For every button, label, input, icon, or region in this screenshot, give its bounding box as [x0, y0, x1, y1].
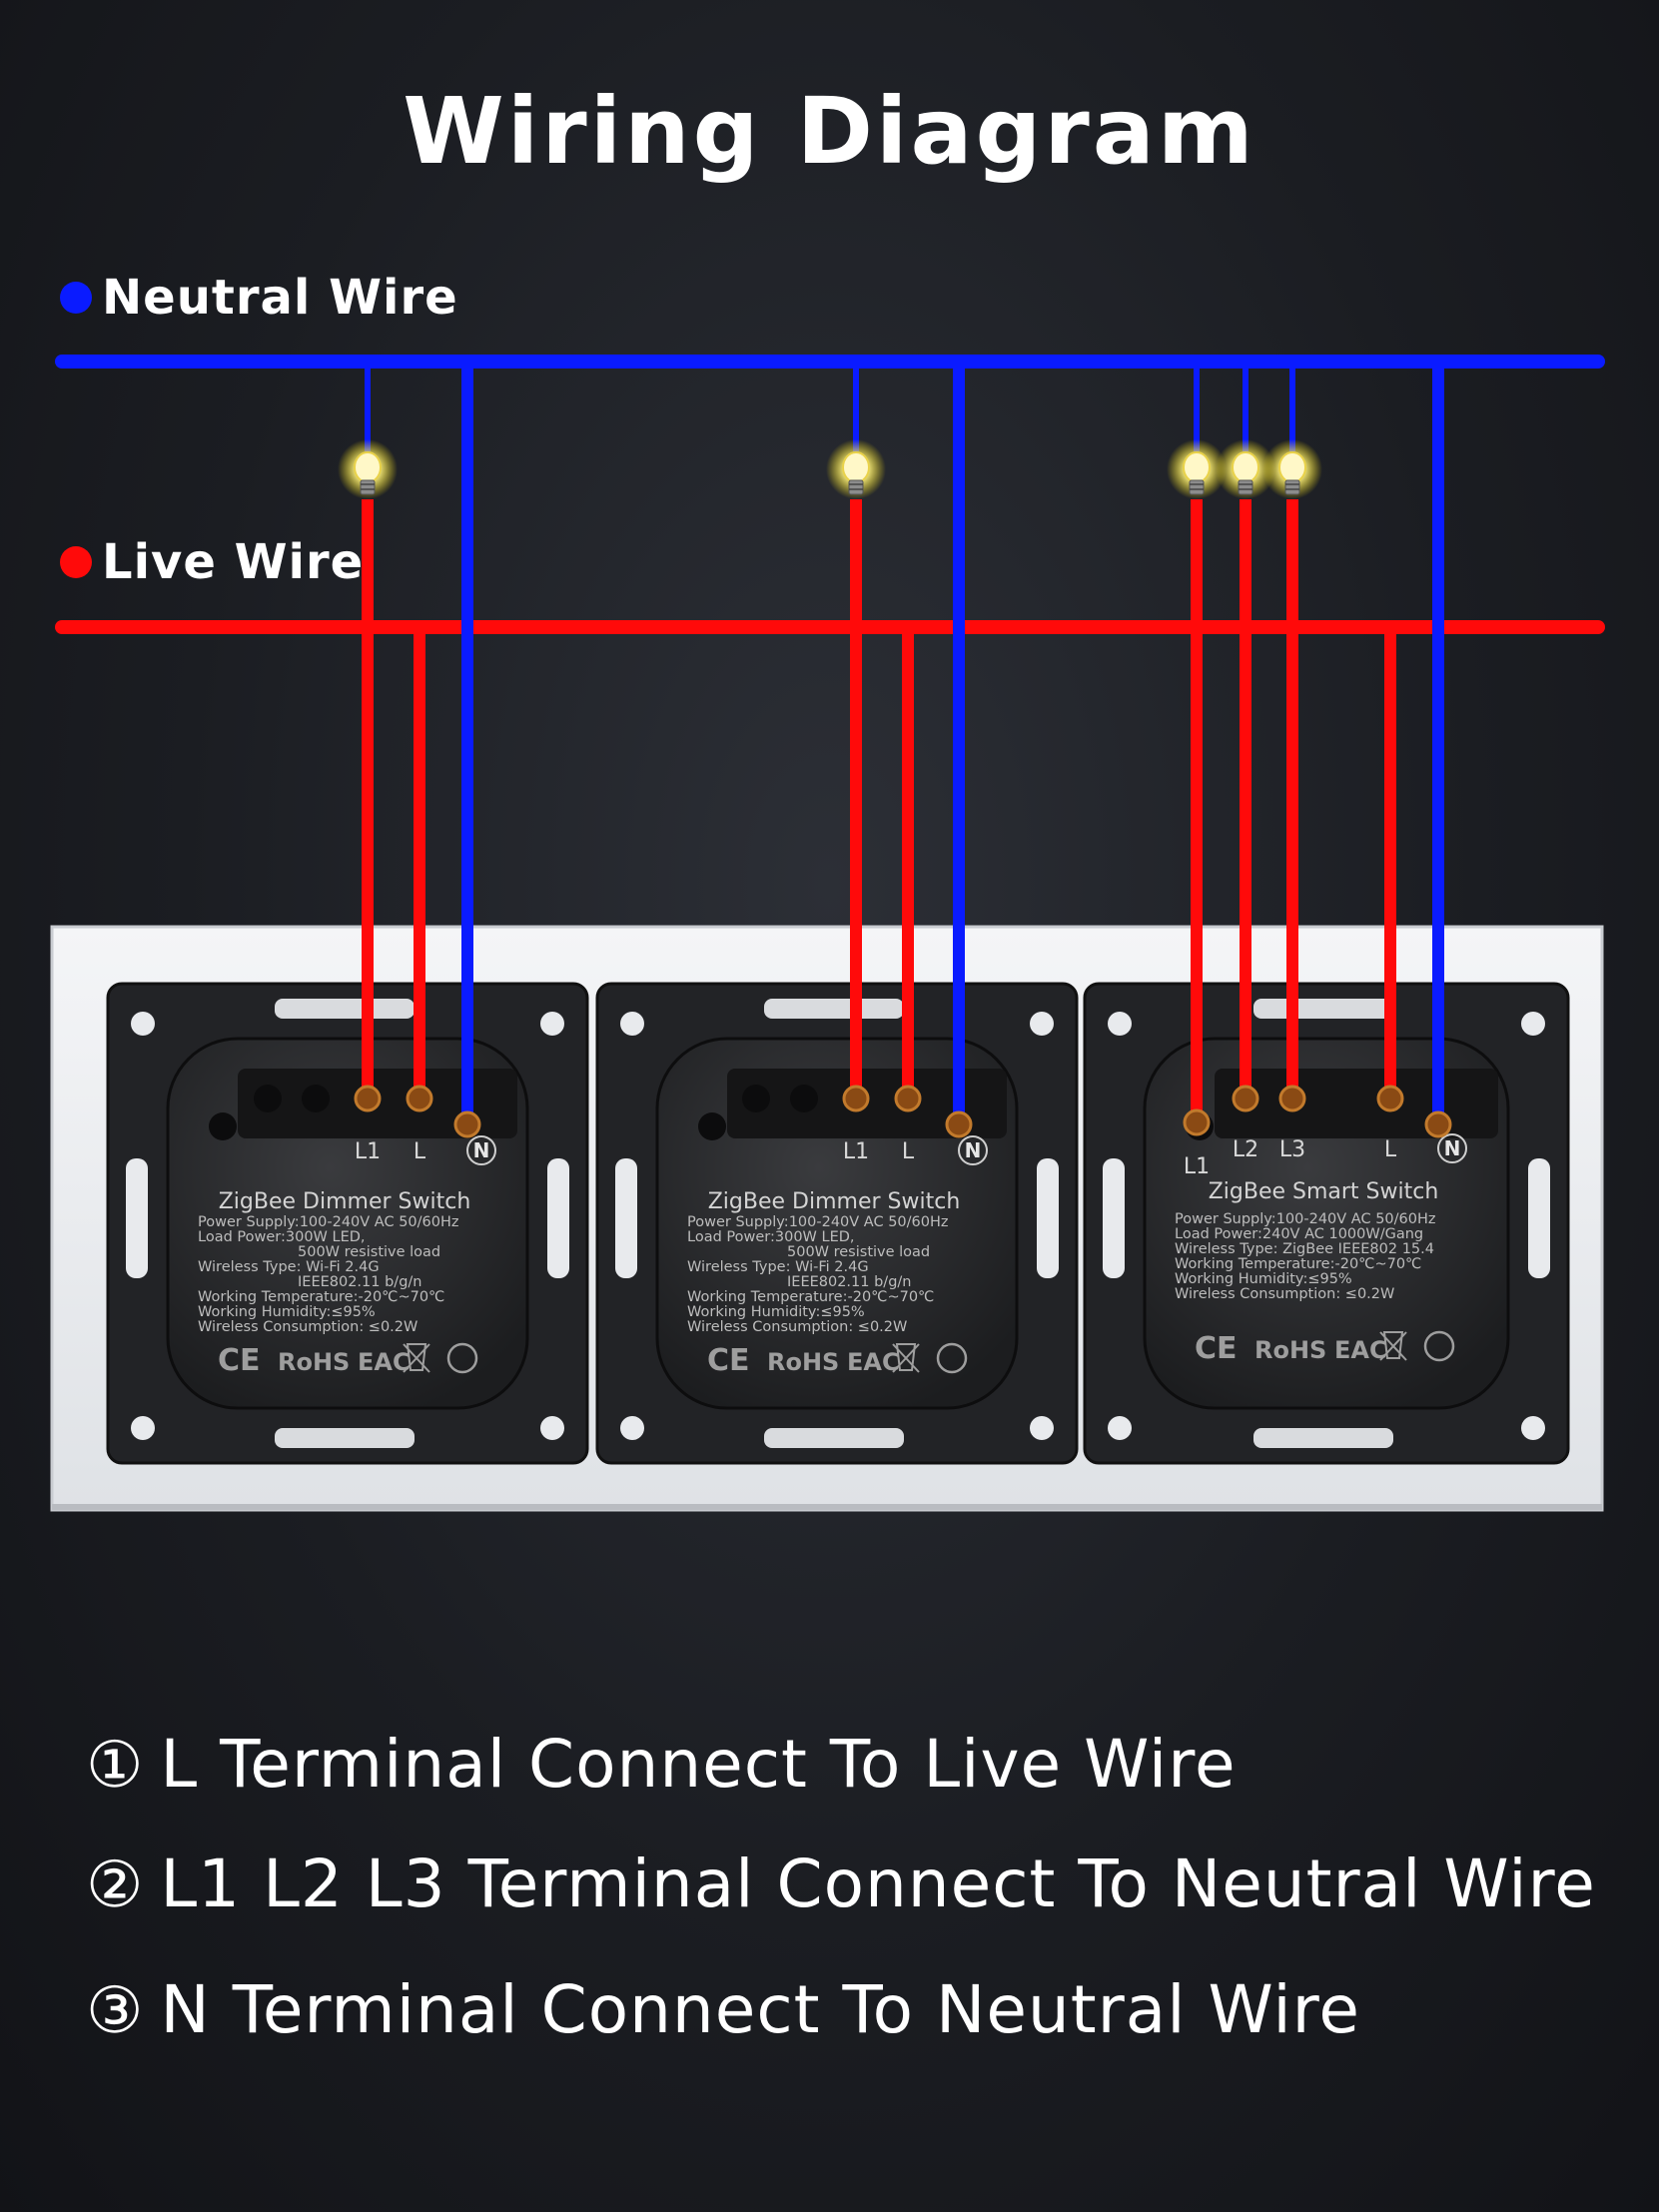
- zigbee-logo-icon: [446, 1342, 478, 1374]
- terminal-screw: [1232, 1085, 1259, 1112]
- module-name: ZigBee Smart Switch: [1209, 1179, 1439, 1204]
- module-spec-line: Wireless Consumption: ≤0.2W: [687, 1319, 907, 1335]
- module-spec-line: Wireless Type: Wi-Fi 2.4G: [687, 1259, 869, 1275]
- certification-mark: RoHS: [278, 1348, 350, 1376]
- instruction-number: ③: [86, 1974, 145, 2048]
- terminal-hole: [698, 1112, 726, 1140]
- terminal-label: N: [473, 1138, 490, 1162]
- module-spec-line: Working Temperature:-20℃~70℃: [687, 1289, 934, 1305]
- instruction-number: ①: [86, 1729, 145, 1803]
- terminal-label: L: [1384, 1137, 1397, 1162]
- live-drop-wires: [414, 633, 1396, 1097]
- terminal-hole: [254, 1085, 282, 1112]
- certification-mark: EAC: [847, 1348, 900, 1376]
- certification-mark: EAC: [358, 1348, 411, 1376]
- terminal-label: L: [414, 1139, 426, 1164]
- terminal-label: N: [965, 1138, 982, 1162]
- module-spec-line: Power Supply:100-240V AC 50/60Hz: [1175, 1211, 1436, 1227]
- zigbee-logo-icon: [1423, 1330, 1455, 1362]
- module-spec-line: Load Power:300W LED,: [687, 1229, 855, 1245]
- module-spec-line: Wireless Type: Wi-Fi 2.4G: [198, 1259, 380, 1275]
- terminal-n-circle: [466, 1135, 496, 1165]
- terminal-label: N: [1444, 1136, 1461, 1160]
- certification-mark: RoHS: [767, 1348, 839, 1376]
- live-dot-icon: [60, 546, 92, 578]
- terminal-screw: [1183, 1108, 1211, 1136]
- module-spec-line: 500W resistive load: [787, 1244, 930, 1260]
- module-spec-line: Wireless Consumption: ≤0.2W: [198, 1319, 417, 1335]
- terminal-n-circle: [1437, 1133, 1467, 1163]
- terminal-screw: [1424, 1110, 1452, 1138]
- certification-mark: CE: [218, 1343, 261, 1378]
- light-bulb-icon: [337, 438, 399, 500]
- terminal-hole: [742, 1085, 770, 1112]
- bulbs: [337, 438, 1323, 500]
- live-wire-label: Live Wire: [102, 534, 365, 590]
- weee-bin-icon: [892, 1343, 920, 1373]
- certification-mark: CE: [1195, 1331, 1238, 1366]
- module-name: ZigBee Dimmer Switch: [708, 1189, 961, 1214]
- instruction-text: L1 L2 L3 Terminal Connect To Neutral Wir…: [160, 1845, 1596, 1922]
- live-wire-legend: Live Wire: [60, 534, 364, 590]
- neutral-drop-wires: [461, 368, 1444, 1123]
- terminal-label: L: [902, 1139, 915, 1164]
- terminal-screw: [894, 1085, 922, 1112]
- module-spec-line: IEEE802.11 b/g/n: [787, 1274, 911, 1290]
- certification-mark: CE: [707, 1343, 750, 1378]
- weee-bin-icon: [1379, 1331, 1407, 1361]
- module-spec-line: Power Supply:100-240V AC 50/60Hz: [198, 1214, 459, 1230]
- page-title: Wiring Diagram: [403, 78, 1256, 185]
- module-spec-line: Power Supply:100-240V AC 50/60Hz: [687, 1214, 949, 1230]
- module-spec-line: 500W resistive load: [298, 1244, 440, 1260]
- module-spec-line: Wireless Consumption: ≤0.2W: [1175, 1286, 1394, 1302]
- module-spec-line: Load Power:240V AC 1000W/Gang: [1175, 1226, 1423, 1242]
- terminal-hole: [209, 1112, 237, 1140]
- terminal-screw: [406, 1085, 433, 1112]
- certification-mark: EAC: [1334, 1336, 1387, 1364]
- module-spec-line: Working Temperature:-20℃~70℃: [1175, 1256, 1421, 1272]
- weee-bin-icon: [403, 1343, 430, 1373]
- module-name: ZigBee Dimmer Switch: [219, 1189, 471, 1214]
- neutral-wire-legend: Neutral Wire: [60, 270, 458, 326]
- light-bulb-icon: [825, 438, 887, 500]
- module-spec-line: Working Temperature:-20℃~70℃: [198, 1289, 444, 1305]
- terminal-screw: [354, 1085, 382, 1112]
- module-spec-line: Wireless Type: ZigBee IEEE802 15.4: [1175, 1241, 1434, 1257]
- neutral-bulb-wires: [365, 368, 1295, 451]
- instruction-text: N Terminal Connect To Neutral Wire: [160, 1971, 1360, 2048]
- light-bulb-icon: [1261, 438, 1323, 500]
- instruction-text: L Terminal Connect To Live Wire: [160, 1726, 1237, 1803]
- terminal-screw: [945, 1110, 973, 1138]
- terminal-screw: [1376, 1085, 1404, 1112]
- terminal-label: L1: [843, 1139, 869, 1164]
- module-spec-line: IEEE802.11 b/g/n: [298, 1274, 421, 1290]
- terminal-label: L3: [1279, 1137, 1305, 1162]
- terminal-screw: [453, 1110, 481, 1138]
- module-spec-line: Working Humidity:≤95%: [687, 1304, 865, 1320]
- certification-mark: RoHS: [1254, 1336, 1326, 1364]
- neutral-dot-icon: [60, 282, 92, 314]
- neutral-wire-label: Neutral Wire: [102, 270, 458, 326]
- terminal-label: L1: [1184, 1154, 1210, 1179]
- terminal-hole: [302, 1085, 330, 1112]
- zigbee-logo-icon: [936, 1342, 968, 1374]
- module-spec-line: Working Humidity:≤95%: [1175, 1271, 1352, 1287]
- terminal-label: L2: [1233, 1137, 1258, 1162]
- load-wires: [362, 499, 1298, 1120]
- module-spec-line: Working Humidity:≤95%: [198, 1304, 376, 1320]
- instruction-number: ②: [86, 1848, 145, 1922]
- module-spec-line: Load Power:300W LED,: [198, 1229, 366, 1245]
- terminal-n-circle: [958, 1135, 988, 1165]
- terminal-screw: [842, 1085, 870, 1112]
- terminal-label: L1: [355, 1139, 381, 1164]
- terminal-hole: [790, 1085, 818, 1112]
- terminal-screw: [1278, 1085, 1306, 1112]
